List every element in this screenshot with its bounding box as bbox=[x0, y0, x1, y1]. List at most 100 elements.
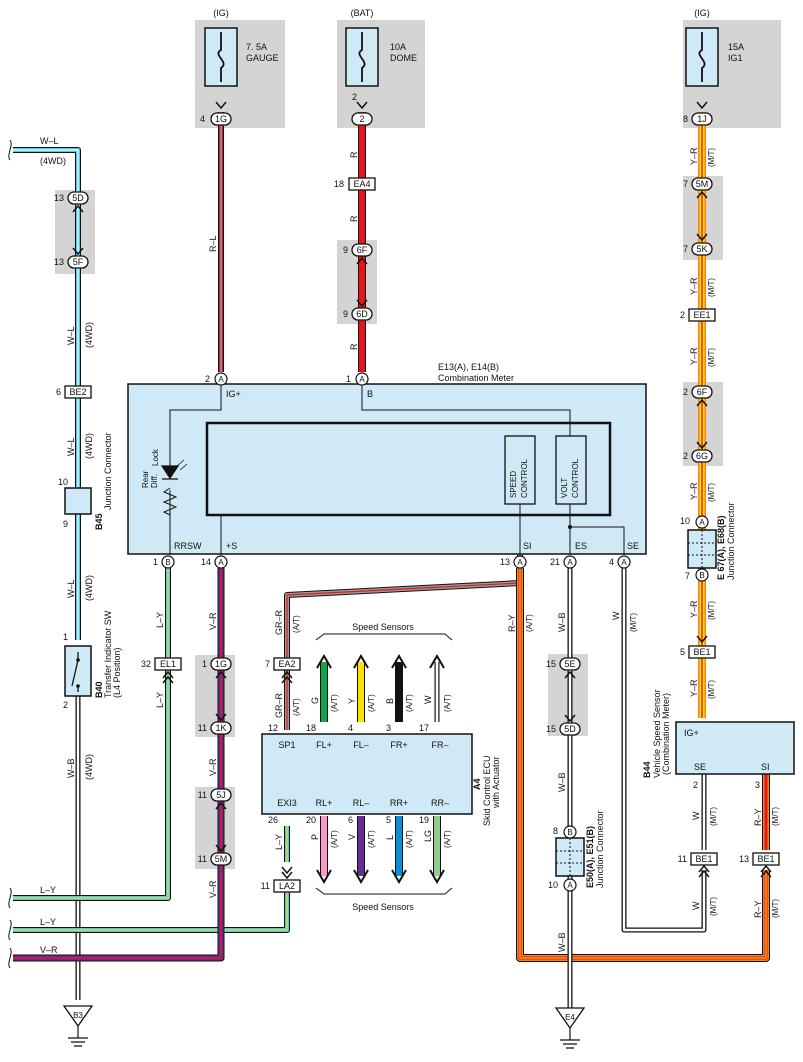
svg-text:1J: 1J bbox=[697, 114, 707, 124]
svg-text:17: 17 bbox=[419, 723, 429, 733]
svg-text:SI: SI bbox=[761, 762, 770, 772]
fuse-link-icon bbox=[358, 32, 366, 82]
svg-text:A: A bbox=[699, 518, 705, 527]
wire-paths bbox=[13, 112, 770, 1008]
svg-text:(M/T): (M/T) bbox=[707, 601, 716, 620]
svg-text:32: 32 bbox=[141, 659, 151, 669]
transfer-indicator-switch: B40 Transfer Indicator SW (L4 Position) … bbox=[63, 610, 122, 710]
svg-text:E50(A), E51(B): E50(A), E51(B) bbox=[585, 826, 595, 888]
svg-text:1: 1 bbox=[63, 632, 68, 642]
svg-text:(4WD): (4WD) bbox=[84, 754, 94, 780]
svg-text:(A/T): (A/T) bbox=[292, 698, 301, 716]
connector-chevrons bbox=[72, 101, 772, 880]
svg-text:7: 7 bbox=[683, 244, 688, 254]
svg-text:EL1: EL1 bbox=[160, 659, 176, 669]
skid-control-ecu: SP1 FL+ FL– FR+ FR– EXI3 RL+ RL– RR+ RR–… bbox=[261, 723, 501, 826]
svg-text:5E: 5E bbox=[564, 659, 575, 669]
svg-text:(M/T): (M/T) bbox=[629, 613, 638, 632]
svg-text:Y–R: Y–R bbox=[689, 600, 699, 618]
svg-text:5: 5 bbox=[386, 815, 391, 825]
resistor-icon bbox=[162, 487, 178, 516]
svg-text:W–L: W–L bbox=[66, 579, 76, 598]
led-icon bbox=[160, 465, 180, 480]
svg-text:B44: B44 bbox=[642, 761, 652, 778]
svg-text:2: 2 bbox=[693, 780, 698, 790]
junction-connector-e67: E 67(A), E68(B) Junction Connector 10 7 bbox=[680, 502, 736, 581]
svg-text:(4WD): (4WD) bbox=[40, 156, 66, 166]
svg-text:VOLT: VOLT bbox=[560, 478, 569, 498]
svg-text:(A/T): (A/T) bbox=[367, 830, 376, 848]
svg-text:4: 4 bbox=[348, 723, 353, 733]
svg-text:Y–R: Y–R bbox=[689, 679, 699, 697]
svg-text:G: G bbox=[310, 697, 320, 704]
svg-text:(M/T): (M/T) bbox=[707, 148, 716, 167]
svg-text:5M: 5M bbox=[215, 854, 228, 864]
vehicle-speed-sensor: IG+ SE SI B44 Vehicle Speed Sensor (Comb… bbox=[642, 689, 795, 778]
svg-text:W–B: W–B bbox=[557, 772, 567, 792]
svg-text:A: A bbox=[567, 558, 573, 567]
circled-pins: A 2 A 1 B 1 A 14 A 13 A 21 A 4 A B B A 2… bbox=[153, 372, 760, 892]
svg-text:Y–R: Y–R bbox=[689, 147, 699, 165]
svg-text:(M/T): (M/T) bbox=[709, 897, 718, 916]
svg-text:4: 4 bbox=[609, 557, 614, 567]
svg-text:7: 7 bbox=[265, 659, 270, 669]
svg-text:W–B: W–B bbox=[557, 932, 567, 952]
svg-text:BE1: BE1 bbox=[695, 854, 712, 864]
svg-text:(M/T): (M/T) bbox=[707, 278, 716, 297]
svg-text:1: 1 bbox=[346, 374, 351, 384]
svg-text:IG+: IG+ bbox=[684, 728, 699, 738]
ecu-wire-labels: G Y B W (A/T) (A/T) (A/T) (A/T) P V L LG… bbox=[310, 694, 452, 848]
svg-text:L–Y: L–Y bbox=[40, 885, 56, 895]
svg-text:(BAT): (BAT) bbox=[351, 8, 374, 18]
svg-text:A: A bbox=[218, 558, 224, 567]
svg-text:B40: B40 bbox=[94, 681, 104, 698]
svg-text:11: 11 bbox=[198, 854, 207, 864]
svg-text:V–R: V–R bbox=[40, 945, 58, 955]
svg-text:E 67(A), E68(B): E 67(A), E68(B) bbox=[716, 515, 726, 580]
svg-text:W–L: W–L bbox=[66, 326, 76, 345]
svg-text:RL–: RL– bbox=[353, 798, 370, 808]
svg-text:Junction Connector: Junction Connector bbox=[726, 502, 736, 580]
svg-text:6: 6 bbox=[56, 387, 61, 397]
svg-text:5D: 5D bbox=[564, 724, 576, 734]
svg-text:SPEED: SPEED bbox=[509, 471, 518, 498]
speed-sensors-label-bottom: Speed Sensors bbox=[352, 902, 414, 912]
svg-text:2: 2 bbox=[680, 310, 685, 320]
svg-text:A: A bbox=[218, 375, 224, 384]
svg-text:(A/T): (A/T) bbox=[330, 694, 339, 712]
svg-text:(M/T): (M/T) bbox=[707, 680, 716, 699]
svg-text:(M/T): (M/T) bbox=[771, 807, 780, 826]
svg-text:L–Y: L–Y bbox=[40, 917, 56, 927]
volt-control-block bbox=[555, 435, 587, 505]
svg-text:10: 10 bbox=[680, 516, 690, 526]
svg-text:W–L: W–L bbox=[66, 437, 76, 456]
svg-text:V: V bbox=[347, 834, 357, 840]
svg-text:8: 8 bbox=[683, 114, 688, 124]
svg-text:V–R: V–R bbox=[208, 758, 218, 776]
svg-text:1: 1 bbox=[202, 659, 207, 669]
svg-text:R: R bbox=[349, 151, 359, 158]
svg-text:20: 20 bbox=[306, 815, 316, 825]
svg-text:A: A bbox=[567, 881, 573, 890]
svg-text:3: 3 bbox=[386, 723, 391, 733]
svg-text:15: 15 bbox=[546, 724, 556, 734]
svg-text:6: 6 bbox=[348, 815, 353, 825]
svg-text:EA2: EA2 bbox=[278, 659, 295, 669]
svg-text:LA2: LA2 bbox=[279, 881, 295, 891]
svg-text:10: 10 bbox=[548, 880, 558, 890]
svg-text:SI: SI bbox=[523, 541, 532, 551]
svg-text:1G: 1G bbox=[215, 114, 227, 124]
svg-text:B: B bbox=[165, 558, 170, 567]
svg-text:FL+: FL+ bbox=[316, 740, 332, 750]
svg-text:R: R bbox=[349, 343, 359, 350]
svg-text:Vehicle Speed Sensor: Vehicle Speed Sensor bbox=[652, 689, 662, 778]
svg-text:10A: 10A bbox=[390, 42, 406, 52]
svg-text:IG1: IG1 bbox=[728, 53, 743, 63]
svg-text:12: 12 bbox=[268, 723, 278, 733]
fuse-dome: (BAT) 10A DOME bbox=[345, 8, 417, 87]
svg-text:1G: 1G bbox=[215, 659, 227, 669]
svg-text:(4WD): (4WD) bbox=[84, 433, 94, 459]
svg-text:B: B bbox=[385, 698, 395, 704]
svg-text:(A/T): (A/T) bbox=[405, 694, 414, 712]
